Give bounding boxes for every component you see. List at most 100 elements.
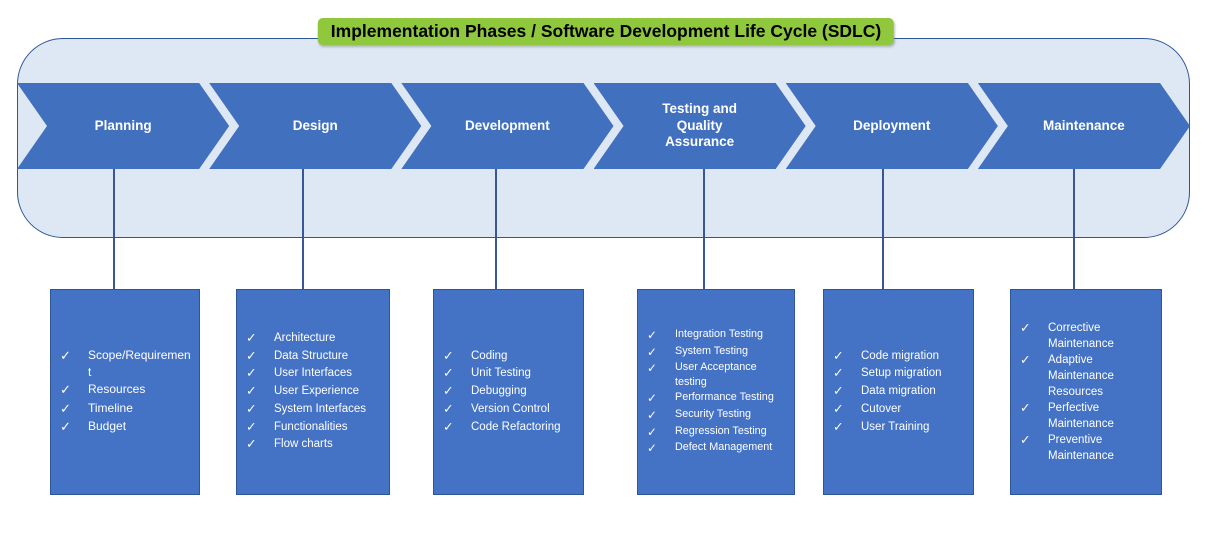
phase-box-2: ✓ Coding ✓ Unit Testing ✓ Debugging ✓ Ve… <box>433 289 584 495</box>
phase-chevron-0: Planning <box>17 83 229 169</box>
check-icon: ✓ <box>833 419 844 434</box>
phase-item: ✓ Data Structure <box>246 348 384 366</box>
phase-item: ✓ Perfective Maintenance <box>1020 400 1156 432</box>
check-icon: ✓ <box>1020 401 1031 416</box>
check-icon: ✓ <box>443 348 454 363</box>
check-icon: ✓ <box>1020 320 1031 335</box>
phase-chevron-2: Development <box>401 83 613 169</box>
phase-item-text: Security Testing <box>675 408 752 421</box>
phase-item-text: User Training <box>861 420 930 433</box>
check-icon: ✓ <box>443 384 454 399</box>
phase-row: Planning Design Development Testing and … <box>17 83 1190 169</box>
phase-item: ✓ Scope/Requirement <box>60 347 194 381</box>
phase-item-text: Timeline <box>88 400 133 415</box>
phase-item: ✓ Performance Testing <box>647 390 789 407</box>
check-icon: ✓ <box>647 361 657 376</box>
phase-item-text: Scope/Requirement <box>88 348 191 380</box>
check-icon: ✓ <box>60 419 72 435</box>
phase-item-text: Budget <box>88 419 127 434</box>
phase-item-list: ✓ Scope/Requirement ✓ Resources ✓ Timeli… <box>51 347 199 436</box>
phase-item: ✓ Coding <box>443 348 578 366</box>
phase-chevron-label: Design <box>292 117 338 133</box>
phase-item-text: Integration Testing <box>675 328 764 341</box>
check-icon: ✓ <box>246 437 257 452</box>
check-icon: ✓ <box>246 401 257 416</box>
check-icon: ✓ <box>1020 352 1031 367</box>
phase-item: ✓ Functionalities <box>246 419 384 437</box>
check-icon: ✓ <box>246 384 257 399</box>
phase-box-0: ✓ Scope/Requirement ✓ Resources ✓ Timeli… <box>50 289 200 495</box>
phase-item: ✓ Flow charts <box>246 436 384 454</box>
connector-line-1 <box>302 168 304 290</box>
connector-line-3 <box>703 168 705 290</box>
phase-item-list: ✓ Architecture ✓ Data Structure ✓ User I… <box>237 330 389 454</box>
phase-item: ✓ User Interfaces <box>246 365 384 383</box>
phase-item-text: System Testing <box>675 344 749 357</box>
check-icon: ✓ <box>647 441 657 456</box>
phase-item-text: Version Control <box>471 402 550 415</box>
phase-item: ✓ Regression Testing <box>647 424 789 441</box>
phase-item: ✓ User Acceptance testing <box>647 360 789 390</box>
phase-item-text: User Acceptance testing <box>675 361 757 389</box>
phase-chevron-5: Maintenance <box>978 83 1190 169</box>
phase-item: ✓ Code Refactoring <box>443 419 578 437</box>
check-icon: ✓ <box>60 382 72 398</box>
phase-item-text: Regression Testing <box>675 424 767 437</box>
phase-chevron-label: Development <box>465 117 550 133</box>
check-icon: ✓ <box>647 328 657 343</box>
diagram-title: Implementation Phases / Software Develop… <box>317 18 895 45</box>
phase-item-text: Setup migration <box>861 367 942 380</box>
phase-item: ✓ Budget <box>60 418 194 436</box>
phase-chevron-label: Planning <box>94 117 152 133</box>
check-icon: ✓ <box>1020 433 1031 448</box>
phase-item: ✓ Code migration <box>833 348 968 366</box>
check-icon: ✓ <box>647 408 657 423</box>
phase-item-text: Defect Management <box>675 441 773 454</box>
check-icon: ✓ <box>443 419 454 434</box>
phase-item-text: Resources <box>88 382 146 397</box>
phase-item: ✓ System Interfaces <box>246 401 384 419</box>
phase-item-text: User Experience <box>274 385 360 398</box>
phase-item: ✓ System Testing <box>647 344 789 361</box>
phase-item-list: ✓ Integration Testing ✓ System Testing ✓… <box>638 327 794 457</box>
phase-item-text: Unit Testing <box>471 367 531 380</box>
check-icon: ✓ <box>833 348 844 363</box>
check-icon: ✓ <box>443 366 454 381</box>
phase-item-text: Flow charts <box>274 438 333 451</box>
check-icon: ✓ <box>833 384 844 399</box>
phase-item: ✓ Cutover <box>833 401 968 419</box>
check-icon: ✓ <box>647 391 657 406</box>
phase-chevron-3: Testing and Quality Assurance <box>594 83 806 169</box>
check-icon: ✓ <box>443 401 454 416</box>
check-icon: ✓ <box>833 366 844 381</box>
phase-box-4: ✓ Code migration ✓ Setup migration ✓ Dat… <box>823 289 974 495</box>
phase-item-text: Code Refactoring <box>471 420 561 433</box>
phase-item: ✓ User Training <box>833 419 968 437</box>
phase-item-list: ✓ Corrective Maintenance ✓ Adaptive Main… <box>1011 320 1161 465</box>
phase-item-text: Code migration <box>861 349 939 362</box>
phase-item: ✓ Data migration <box>833 383 968 401</box>
check-icon: ✓ <box>647 344 657 359</box>
phase-item: ✓ Resources <box>60 381 194 399</box>
phase-chevron-label: Maintenance <box>1043 117 1125 133</box>
phase-chevron-1: Design <box>209 83 421 169</box>
connector-line-4 <box>882 168 884 290</box>
phase-item-text: Corrective Maintenance <box>1048 321 1114 350</box>
phase-item: ✓ Setup migration <box>833 365 968 383</box>
check-icon: ✓ <box>60 348 72 364</box>
phase-item-text: Data Structure <box>274 349 349 362</box>
phase-item-text: Architecture <box>274 331 336 344</box>
phase-item: ✓ Security Testing <box>647 407 789 424</box>
check-icon: ✓ <box>246 330 257 345</box>
check-icon: ✓ <box>246 419 257 434</box>
phase-box-5: ✓ Corrective Maintenance ✓ Adaptive Main… <box>1010 289 1162 495</box>
phase-item: ✓ User Experience <box>246 383 384 401</box>
phase-item-text: User Interfaces <box>274 367 352 380</box>
check-icon: ✓ <box>647 424 657 439</box>
phase-item-text: System Interfaces <box>274 402 367 415</box>
phase-item-text: Perfective Maintenance <box>1048 402 1114 431</box>
phase-item-text: Debugging <box>471 385 527 398</box>
phase-item-list: ✓ Coding ✓ Unit Testing ✓ Debugging ✓ Ve… <box>434 348 583 437</box>
check-icon: ✓ <box>60 400 72 416</box>
